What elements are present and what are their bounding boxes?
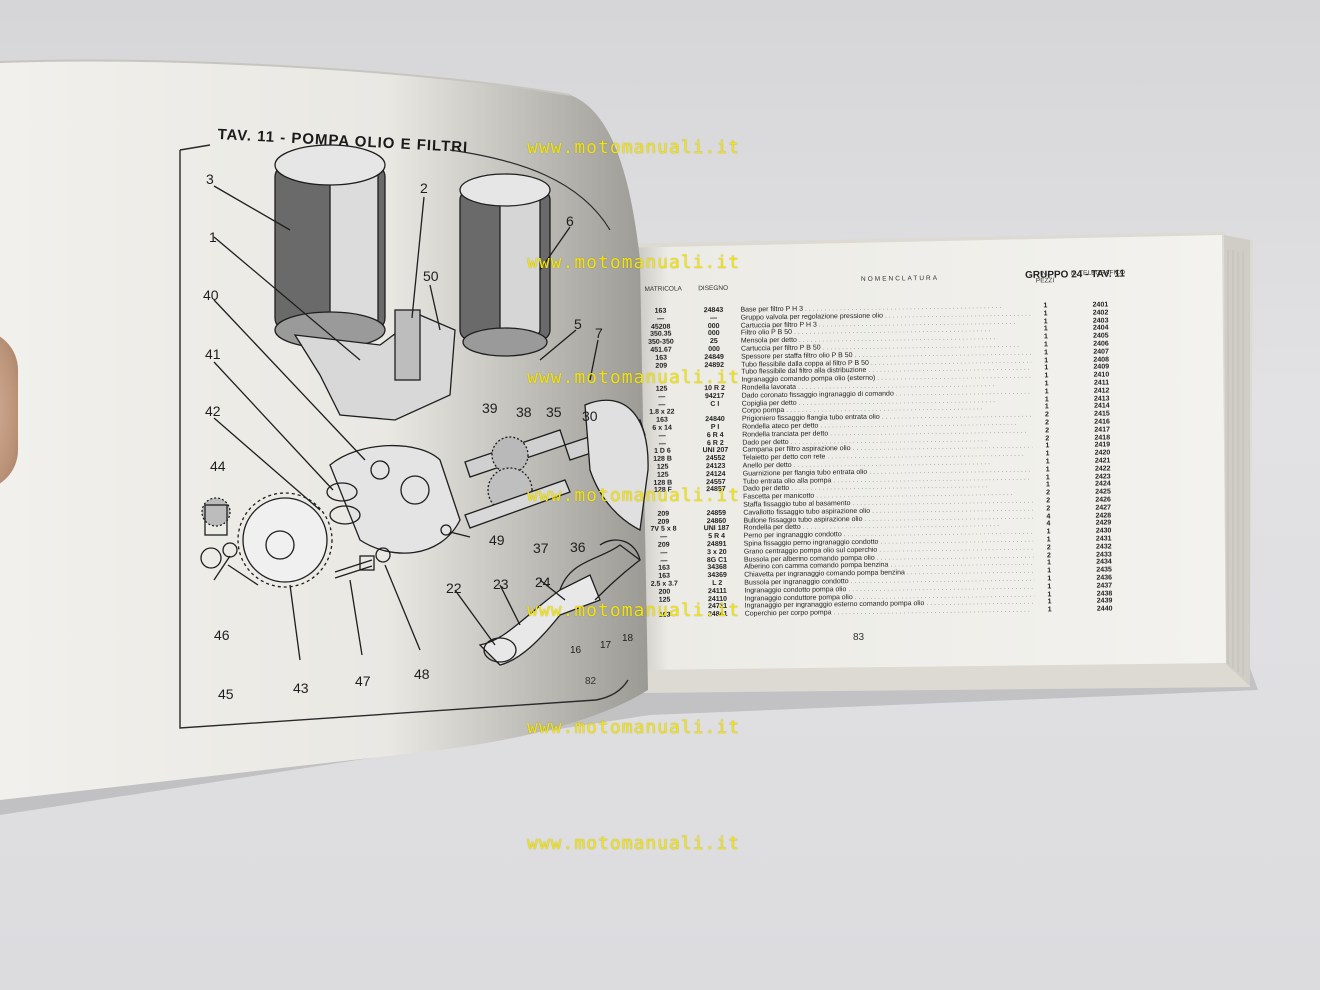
part-label: 43 [293, 680, 309, 696]
part-label: 22 [446, 580, 462, 596]
part-label: 40 [203, 287, 219, 303]
pezzi-cell: 1 [1044, 388, 1049, 396]
pezzi-cell: 1 [1044, 349, 1049, 357]
col-pezzi: N. PEZZI [1035, 270, 1055, 285]
pezzi-cell: 1 [1047, 590, 1052, 598]
pezzi-cell: 1 [1047, 575, 1052, 583]
pezzi-cell: 1 [1047, 606, 1052, 614]
pezzi-cell: 2 [1046, 551, 1051, 559]
part-label: 49 [489, 532, 505, 548]
telegrafico-cell: 2440 [1096, 605, 1113, 613]
pezzi-cell: 2 [1046, 489, 1051, 497]
part-label: 24 [535, 574, 551, 590]
pezzi-cell: 1 [1044, 364, 1049, 372]
part-label: 39 [482, 400, 498, 416]
part-label: 50 [423, 268, 439, 284]
part-label: 7 [595, 325, 603, 341]
pezzi-cell: 2 [1045, 427, 1050, 435]
part-label: 5 [574, 316, 582, 332]
pezzi-cell: 1 [1046, 536, 1051, 544]
pezzi-cell: 2 [1046, 544, 1051, 552]
pezzi-cell: 1 [1043, 302, 1048, 310]
parts-table: MATRICOLA DISEGNO NOMENCLATURA N. PEZZI … [640, 269, 1133, 625]
part-label: 37 [533, 540, 549, 556]
pezzi-cell: 1 [1045, 466, 1050, 474]
pezzi-cell: 1 [1047, 583, 1052, 591]
page-number-right: 83 [853, 632, 865, 643]
pezzi-cell: 2 [1045, 434, 1050, 442]
pezzi-cell: 4 [1046, 520, 1051, 528]
part-label: 48 [414, 666, 430, 682]
part-label: 18 [622, 633, 634, 644]
table-header: MATRICOLA DISEGNO NOMENCLATURA N. PEZZI … [640, 269, 1128, 305]
pezzi-cell: 1 [1044, 403, 1049, 411]
part-label: 41 [205, 346, 221, 362]
pezzi-cell: 1 [1043, 317, 1048, 325]
pezzi-cell: 1 [1044, 395, 1049, 403]
pezzi-cell: 1 [1045, 458, 1050, 466]
part-label: 23 [493, 576, 509, 592]
part-label: 44 [210, 458, 226, 474]
part-label: 38 [516, 404, 532, 420]
thumb [0, 330, 18, 490]
pezzi-cell: 2 [1046, 505, 1051, 513]
pezzi-cell: 1 [1045, 473, 1050, 481]
pezzi-cell: 2 [1045, 419, 1050, 427]
part-label: 45 [218, 686, 234, 702]
pezzi-cell: 2 [1046, 497, 1051, 505]
pezzi-cell: 1 [1043, 310, 1048, 318]
col-nomenclatura: NOMENCLATURA [860, 274, 940, 283]
pezzi-cell: 1 [1043, 333, 1048, 341]
pezzi-cell: 1 [1045, 442, 1050, 450]
pezzi-cell: 1 [1045, 450, 1050, 458]
part-label: 16 [570, 645, 582, 656]
pezzi-cell: 2 [1044, 411, 1049, 419]
watermark: www.motomanuali.it [527, 485, 741, 506]
page-number-left: 82 [585, 676, 597, 687]
part-label: 2 [420, 180, 428, 196]
col-telegrafico: N. TELEGRAFICO [1070, 269, 1126, 277]
pezzi-cell: 1 [1047, 559, 1052, 567]
part-label: 3 [206, 171, 214, 187]
part-label: 30 [582, 408, 598, 424]
col-matricola: MATRICOLA [644, 285, 682, 293]
pezzi-cell: 1 [1044, 356, 1049, 364]
part-label: 1 [209, 229, 217, 245]
pezzi-cell: 1 [1047, 567, 1052, 575]
part-label: 35 [546, 404, 562, 420]
pezzi-cell: 1 [1043, 325, 1048, 333]
part-label: 46 [214, 627, 230, 643]
pezzi-cell: 1 [1044, 380, 1049, 388]
pezzi-cell: 1 [1047, 598, 1052, 606]
part-label: 6 [566, 213, 574, 229]
watermark: www.motomanuali.it [527, 367, 741, 388]
pezzi-cell: 1 [1045, 481, 1050, 489]
pezzi-cell: 1 [1046, 528, 1051, 536]
watermark: www.motomanuali.it [527, 252, 741, 273]
pezzi-cell: 1 [1043, 341, 1048, 349]
watermark: www.motomanuali.it [527, 137, 741, 158]
watermark: www.motomanuali.it [527, 600, 741, 621]
pezzi-cell: 4 [1046, 512, 1051, 520]
part-label: 42 [205, 403, 221, 419]
col-disegno: DISEGNO [698, 284, 729, 293]
part-label: 17 [600, 640, 612, 651]
watermark: www.motomanuali.it [527, 833, 741, 854]
pezzi-cell: 1 [1044, 372, 1049, 380]
part-label: 36 [570, 539, 586, 555]
disegno-cell [690, 408, 740, 409]
exploded-parts-drawing [200, 144, 649, 666]
part-label: 47 [355, 673, 371, 689]
watermark: www.motomanuali.it [527, 717, 741, 738]
